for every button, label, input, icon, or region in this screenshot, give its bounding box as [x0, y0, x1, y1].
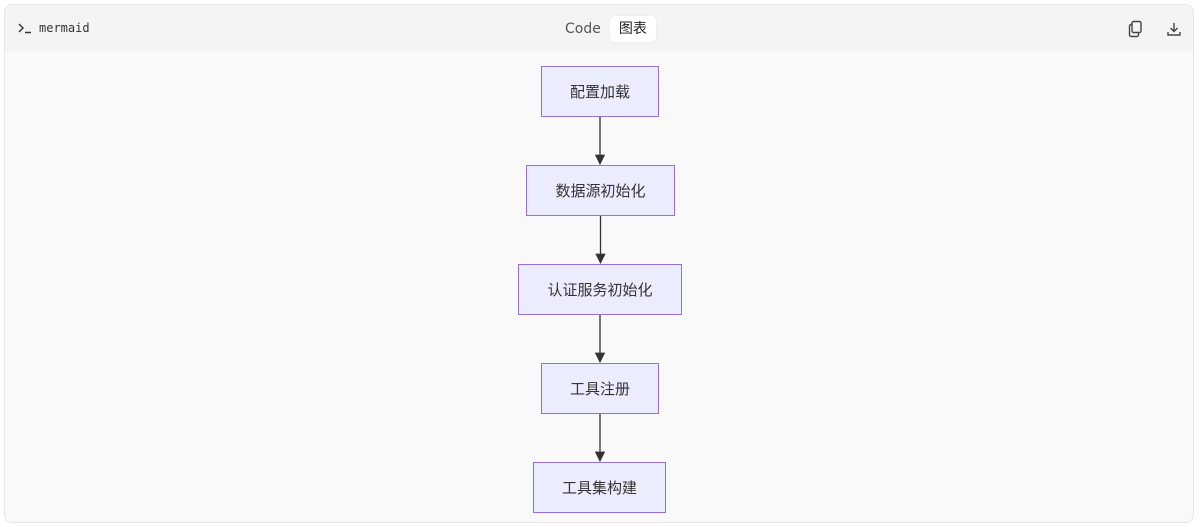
header-actions [1109, 18, 1185, 40]
flowchart-edges [594, 117, 606, 463]
flow-node-datasource-init: 数据源初始化 [526, 165, 675, 216]
view-tabs: Code 图表 [556, 16, 656, 42]
tab-code[interactable]: Code [565, 21, 601, 37]
copy-icon [1128, 20, 1142, 38]
terminal-icon [17, 21, 33, 35]
flow-node-auth-service-init: 认证服务初始化 [518, 264, 682, 315]
diagram-canvas: 配置加载 数据源初始化 认证服务初始化 工具注册 工具集构建 [5, 51, 1193, 522]
download-button[interactable] [1163, 18, 1185, 40]
tab-diagram[interactable]: 图表 [609, 16, 656, 42]
code-block-header: mermaid Code 图表 [5, 5, 1193, 51]
flow-node-config-loading: 配置加载 [541, 66, 659, 117]
download-icon [1167, 23, 1181, 36]
copy-button[interactable] [1125, 18, 1147, 40]
mermaid-code-block: mermaid Code 图表 [4, 4, 1194, 523]
language-indicator: mermaid [17, 19, 90, 37]
flow-node-toolset-build: 工具集构建 [533, 462, 666, 513]
flow-node-tool-registration: 工具注册 [541, 363, 659, 414]
language-label: mermaid [39, 21, 90, 35]
